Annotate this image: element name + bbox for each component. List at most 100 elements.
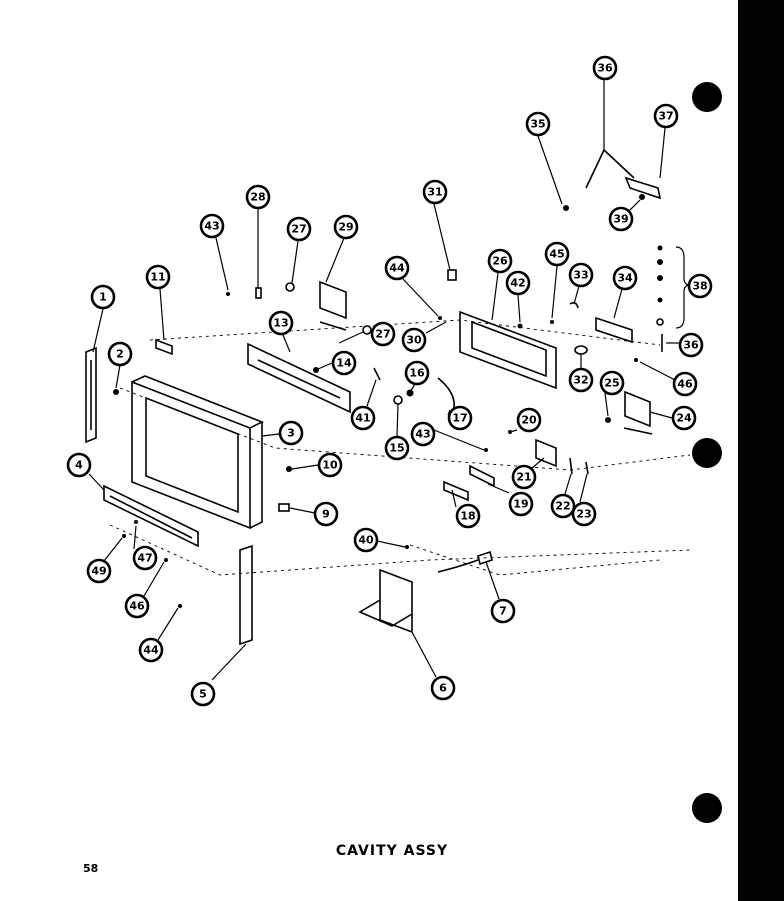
callout-44-label: 44	[389, 262, 405, 275]
callout-35: 35	[525, 111, 551, 137]
screw-part-44	[438, 316, 442, 320]
binder-hole-bottom	[692, 793, 722, 823]
callout-18: 18	[455, 503, 481, 529]
callout-23: 23	[571, 501, 597, 527]
latch-part-11	[155, 338, 173, 356]
nut-part-39	[639, 194, 645, 200]
callout-9: 9	[313, 501, 339, 527]
screw-part-43	[226, 292, 230, 296]
fitting-part-16	[406, 389, 414, 397]
clip-part-33	[569, 301, 579, 309]
callout-29-label: 29	[338, 221, 353, 234]
top-panel-part-13	[247, 342, 351, 414]
grommet-part-15	[393, 395, 403, 405]
callout-40-label: 40	[358, 534, 374, 547]
callout-1: 1	[90, 284, 116, 310]
callout-18-label: 18	[460, 510, 475, 523]
callout-21-label: 21	[516, 471, 531, 484]
callout-6: 6	[430, 675, 456, 701]
callout-39: 39	[608, 206, 634, 232]
callout-24-label: 24	[676, 412, 692, 425]
screw-part-47	[134, 520, 138, 524]
callout-28: 28	[245, 184, 271, 210]
callout-15-label: 15	[389, 442, 404, 455]
binder-hole-top	[692, 82, 722, 112]
callout-36: 36	[592, 55, 618, 81]
washer-part-27	[285, 282, 295, 292]
callout-33-label: 33	[573, 269, 588, 282]
callout-46-second: 46	[124, 593, 150, 619]
callout-22-label: 22	[555, 500, 570, 513]
callout-27-second: 27	[370, 321, 396, 347]
screw-part-46b	[164, 558, 168, 562]
callout-11: 11	[145, 264, 171, 290]
screw-part-49	[122, 534, 126, 538]
callout-32-label: 32	[573, 374, 588, 387]
callout-37: 37	[653, 103, 679, 129]
screw-part-45	[550, 320, 554, 324]
vertical-strip-part-5	[239, 544, 253, 646]
callout-46-second-label: 46	[129, 600, 145, 613]
small-nut-part-2	[113, 389, 119, 395]
nut-part-42	[517, 323, 523, 329]
callout-31-label: 31	[427, 186, 442, 199]
bracket-part-24	[623, 390, 653, 435]
callout-19: 19	[508, 491, 534, 517]
callout-44-second-label: 44	[143, 644, 159, 657]
callout-5: 5	[190, 681, 216, 707]
callout-15: 15	[384, 435, 410, 461]
callout-13: 13	[268, 310, 294, 336]
callout-3-label: 3	[287, 427, 295, 440]
handle-part-37	[624, 176, 662, 200]
callout-43: 43	[199, 213, 225, 239]
callout-17-label: 17	[452, 412, 467, 425]
callout-30-label: 30	[406, 334, 422, 347]
callout-19-label: 19	[513, 498, 528, 511]
relay-part-21	[535, 438, 557, 468]
callout-9-label: 9	[322, 508, 330, 521]
bracket-part-29	[319, 280, 347, 331]
callout-34: 34	[612, 265, 638, 291]
callout-10: 10	[317, 452, 343, 478]
callout-38: 38	[687, 273, 713, 299]
callout-10-label: 10	[322, 459, 338, 472]
callout-27: 27	[286, 216, 312, 242]
callout-2: 2	[107, 341, 133, 367]
rod-part-36	[585, 148, 635, 189]
screw-part-28	[255, 287, 262, 299]
callout-3: 3	[278, 420, 304, 446]
callout-40: 40	[353, 527, 379, 553]
callout-43-label: 43	[204, 220, 219, 233]
callout-20-label: 20	[521, 414, 537, 427]
power-cord-part-7	[437, 550, 493, 573]
post-part-31	[447, 269, 457, 281]
callout-38-label: 38	[692, 280, 707, 293]
callout-26: 26	[487, 248, 513, 274]
callout-25: 25	[599, 370, 625, 396]
callout-49-label: 49	[91, 565, 106, 578]
callout-27-second-label: 27	[375, 328, 390, 341]
callout-46-label: 46	[677, 378, 693, 391]
callout-14-label: 14	[336, 357, 352, 370]
callout-46: 46	[672, 371, 698, 397]
callout-36-second-label: 36	[683, 339, 699, 352]
callout-27-label: 27	[291, 223, 306, 236]
switch-part-18	[443, 480, 469, 502]
screw-part-43b	[484, 448, 488, 452]
callout-41: 41	[350, 405, 376, 431]
side-trim-strip-part-1	[85, 346, 97, 444]
callout-47-label: 47	[137, 552, 152, 565]
callout-44: 44	[384, 255, 410, 281]
nut-part-35	[563, 205, 569, 211]
box-part-34	[595, 316, 633, 344]
callout-16: 16	[404, 360, 430, 386]
screw-part-10	[286, 466, 292, 472]
callout-7: 7	[490, 598, 516, 624]
screw-part-44b	[178, 604, 182, 608]
binder-hole-middle	[692, 438, 722, 468]
terminal-part-22	[569, 457, 573, 475]
callout-5-label: 5	[199, 688, 207, 701]
front-frame-part-3	[131, 375, 264, 530]
callout-30: 30	[401, 327, 427, 353]
callout-16-label: 16	[409, 367, 425, 380]
